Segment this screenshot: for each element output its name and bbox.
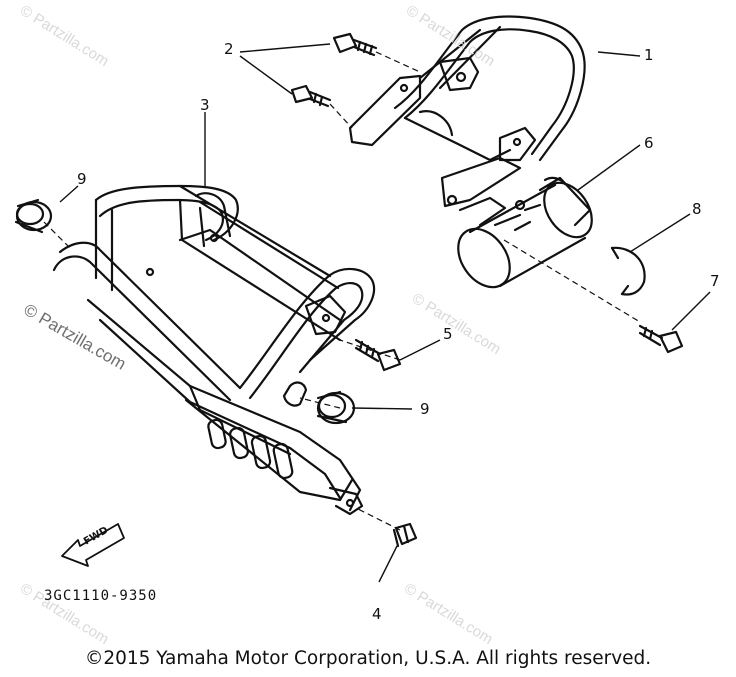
leader-6	[577, 144, 641, 191]
leader-8	[629, 213, 691, 253]
clip-part-8	[610, 246, 646, 296]
bolt-part-5	[354, 338, 402, 372]
leader-1	[597, 51, 641, 57]
leader-9-lower	[351, 407, 413, 410]
bolt-part-4	[392, 522, 418, 548]
leader-5	[399, 339, 441, 361]
bolt-part-7	[638, 324, 684, 354]
callout-2: 2	[224, 40, 234, 58]
fwd-arrow-icon	[61, 523, 125, 567]
callout-8: 8	[692, 200, 702, 218]
bolt-part-2	[290, 32, 378, 108]
leader-7	[671, 291, 711, 331]
bumper-frame-part-3	[52, 184, 376, 516]
leader-4	[378, 545, 398, 583]
motor-part-6	[457, 176, 593, 289]
callout-9-lower: 9	[420, 400, 430, 418]
leader-9-upper	[59, 185, 79, 203]
grab-bar-upper	[348, 15, 586, 227]
callout-9-upper: 9	[77, 170, 87, 188]
callout-7: 7	[710, 272, 720, 290]
callout-5: 5	[443, 325, 453, 343]
cap-part-9-upper	[14, 198, 53, 234]
callout-6: 6	[644, 134, 654, 152]
callout-4: 4	[372, 605, 382, 623]
part-code: 3GC1110-9350	[44, 588, 158, 604]
copyright: ©2015 Yamaha Motor Corporation, U.S.A. A…	[84, 648, 652, 669]
callout-3: 3	[200, 96, 210, 114]
leader-2	[239, 43, 331, 95]
callout-1: 1	[644, 46, 654, 64]
